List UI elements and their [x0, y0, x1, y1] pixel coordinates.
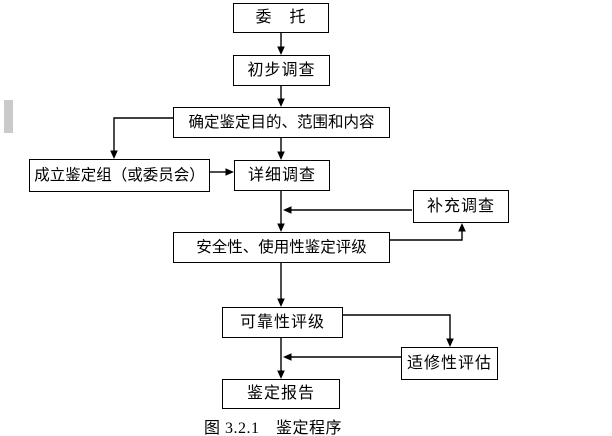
node-form-team: 成立鉴定组（或委员会） — [29, 159, 210, 192]
node-repairability-assessment: 适修性评估 — [401, 347, 498, 380]
node-appraisal-report: 鉴定报告 — [222, 379, 340, 409]
node-safety-serviceability-rating: 安全性、使用性鉴定评级 — [173, 232, 390, 263]
node-reliability-rating: 可靠性评级 — [222, 307, 343, 338]
node-supplementary-survey: 补充调查 — [413, 190, 509, 223]
figure-caption: 图 3.2.1 鉴定程序 — [204, 420, 343, 436]
node-preliminary-survey: 初步调查 — [233, 55, 330, 86]
node-entrust: 委 托 — [233, 3, 329, 33]
node-determine-scope: 确定鉴定目的、范围和内容 — [173, 107, 390, 138]
left-margin-bar — [4, 100, 13, 133]
node-detailed-survey: 详细调查 — [234, 160, 330, 191]
